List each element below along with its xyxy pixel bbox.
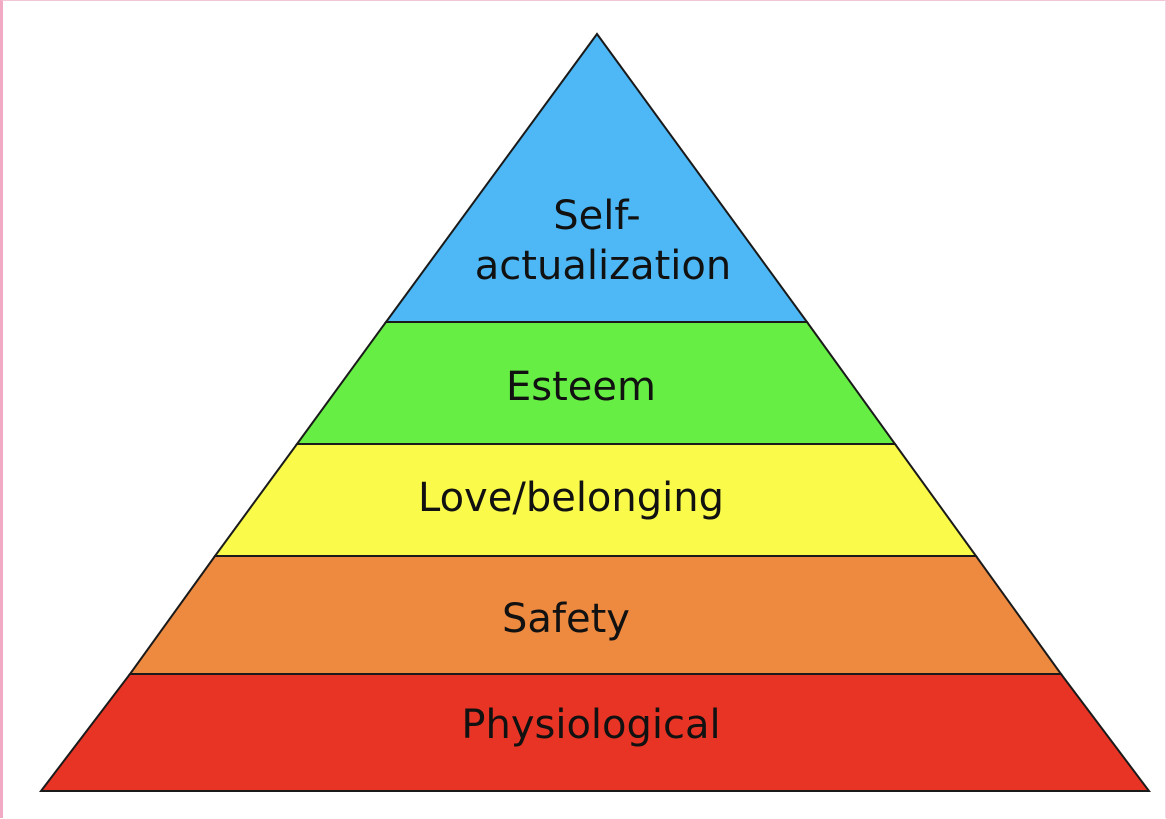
- label-self-actualization-line1: Self-: [553, 193, 640, 239]
- level-physiological: [38, 673, 1152, 792]
- label-physiological: Physiological: [461, 702, 720, 748]
- label-safety: Safety: [502, 596, 630, 642]
- label-self-actualization-line2: actualization: [475, 243, 731, 289]
- maslow-pyramid: Self- actualization Esteem Love/belongin…: [38, 32, 1152, 792]
- label-love-belonging: Love/belonging: [418, 475, 724, 521]
- label-esteem: Esteem: [506, 364, 656, 410]
